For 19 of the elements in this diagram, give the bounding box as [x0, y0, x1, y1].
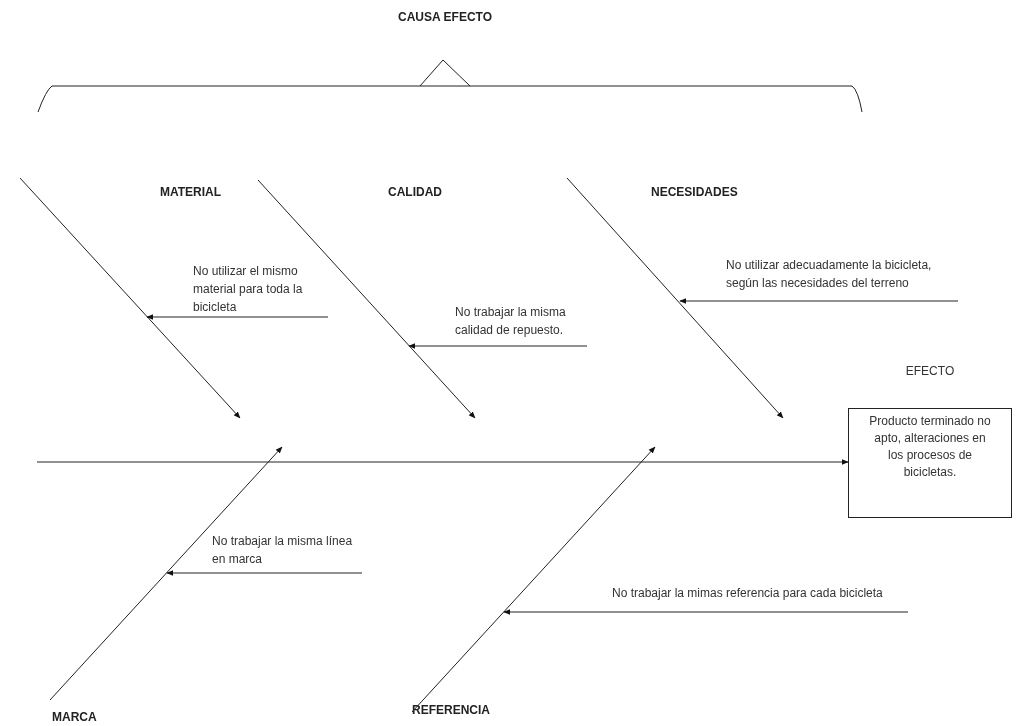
leader-arrow	[408, 343, 588, 349]
leader-arrow	[166, 570, 363, 576]
diagram-title: CAUSA EFECTO	[398, 10, 492, 24]
cause-text: No trabajar la misma línea en marca	[212, 532, 362, 573]
leader-arrow	[679, 298, 959, 304]
category-label: NECESIDADES	[651, 185, 738, 199]
cause-text: No utilizar adecuadamente la bicicleta, según las necesidades del terreno	[726, 256, 958, 301]
category-label: MARCA	[52, 710, 97, 724]
category-label: MATERIAL	[160, 185, 222, 199]
cause-text: No trabajar la misma calidad de repuesto.	[455, 303, 587, 346]
cause-text: No trabajar la mimas referencia para cada bicicleta	[612, 584, 908, 612]
category-label: REFERENCIA	[412, 703, 490, 717]
leader-arrow	[503, 609, 909, 615]
category-label: CALIDAD	[388, 185, 442, 199]
effect-text: Producto terminado no apto, alteraciones en los procesos de bicicletas.	[869, 413, 991, 481]
cause-text: No utilizar el mismo material para toda la bicicleta	[193, 262, 328, 317]
spine-arrow	[36, 459, 849, 465]
leader-arrow	[146, 314, 329, 320]
effect-heading: EFECTO	[904, 363, 956, 380]
